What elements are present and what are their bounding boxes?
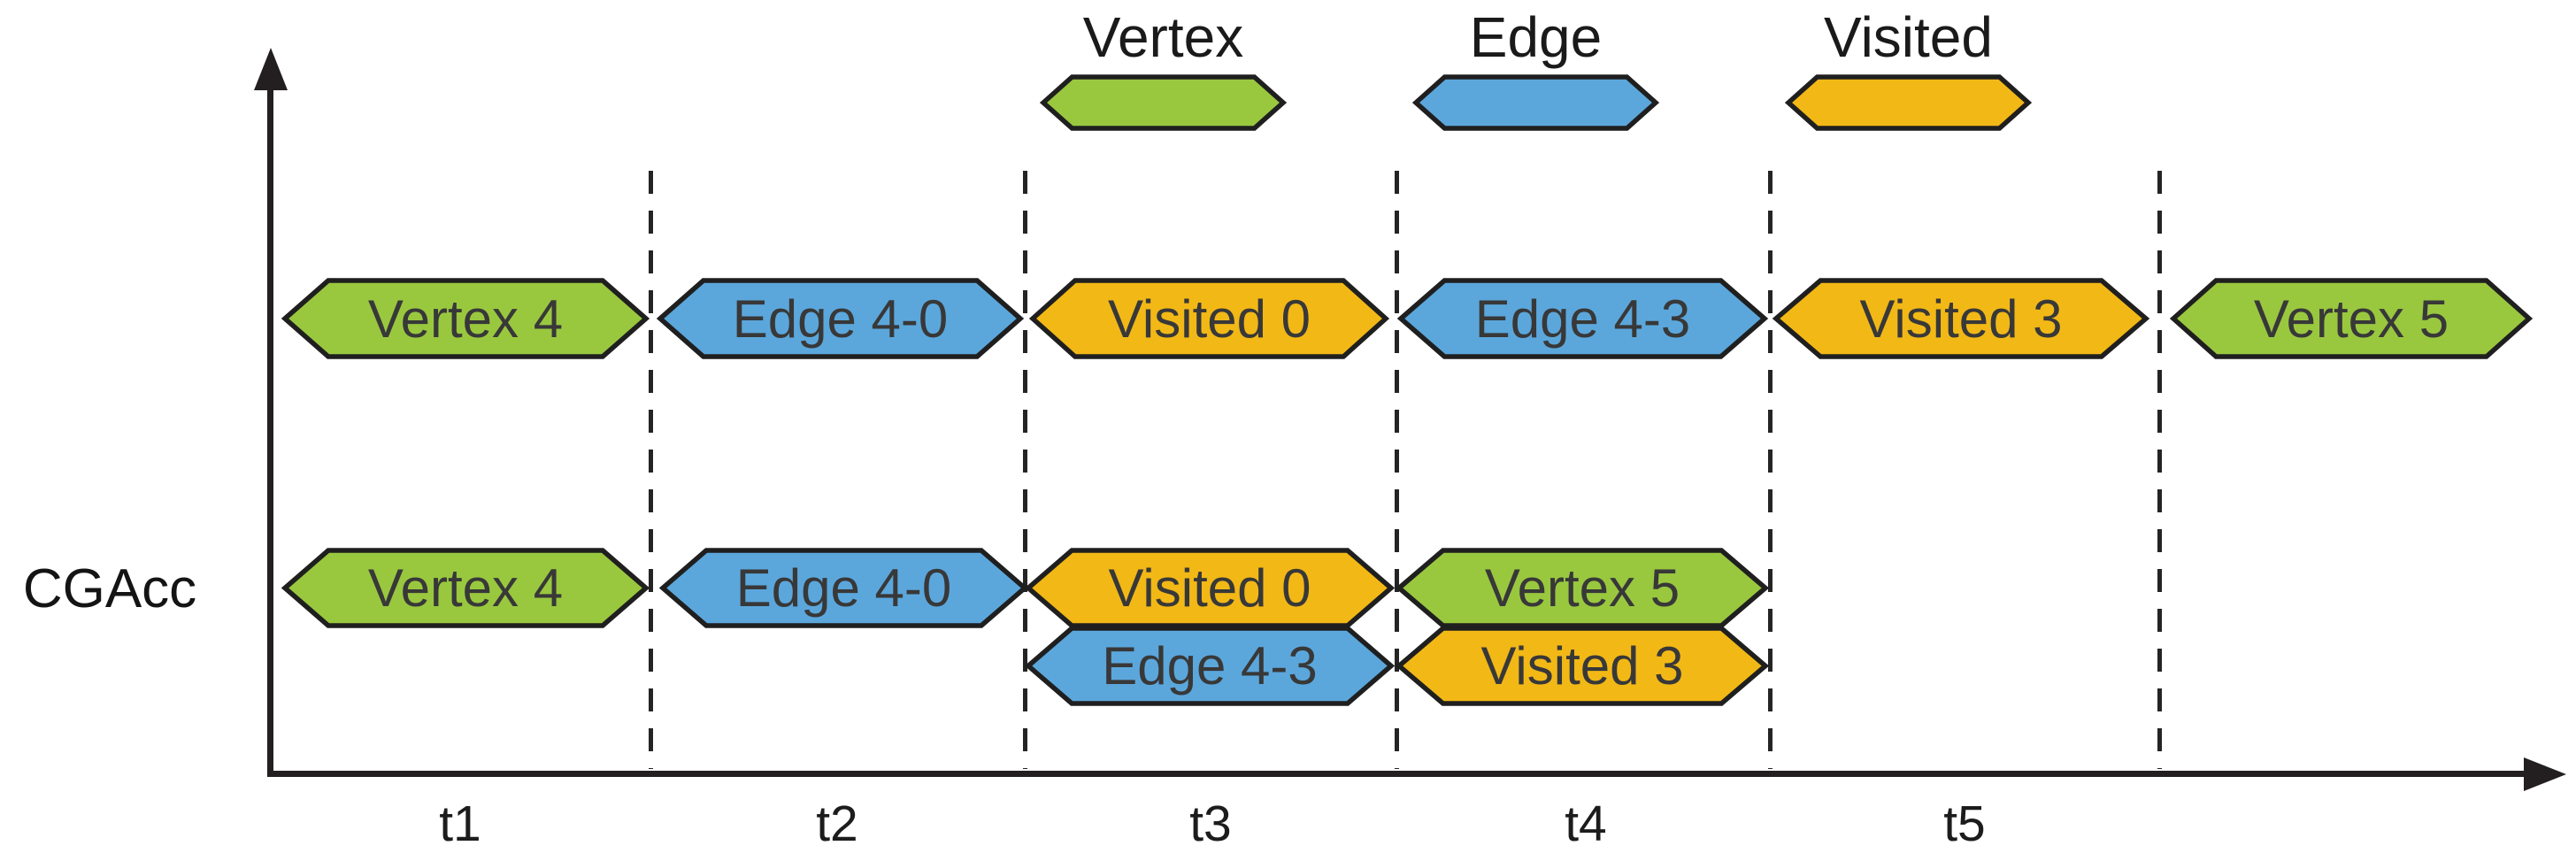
cgacc-block-edge-4-3: Edge 4-3 — [1028, 628, 1391, 703]
block-label: Vertex 5 — [2253, 288, 2449, 349]
block-label: Edge 4-0 — [735, 558, 952, 618]
legend-vertex-hexagon-icon — [1043, 77, 1283, 128]
block-label: Visited 3 — [1859, 288, 2063, 349]
x-axis-line — [267, 771, 2529, 777]
legend-edge-hexagon-icon — [1416, 77, 1656, 128]
lane1-block-visited-0: Visited 0 — [1033, 281, 1386, 357]
block-label: Visited 0 — [1107, 288, 1311, 349]
cgacc-block-vertex-5: Vertex 5 — [1399, 550, 1765, 626]
tick-t2: t2 — [816, 796, 858, 852]
y-axis-line — [267, 81, 273, 777]
lane1-block-edge-4-3: Edge 4-3 — [1401, 281, 1765, 357]
cgacc-block-vertex-4: Vertex 4 — [285, 550, 646, 626]
lane1-block-vertex-4: Vertex 4 — [285, 281, 646, 357]
time-separator-t5-end — [2157, 171, 2162, 769]
lane1-block-edge-4-0: Edge 4-0 — [660, 281, 1020, 357]
block-label: Vertex 4 — [367, 558, 564, 618]
block-label: Visited 3 — [1480, 636, 1684, 696]
cgacc-block-visited-3: Visited 3 — [1399, 628, 1765, 703]
row-label-cgacc: CGAcc — [22, 557, 197, 619]
block-label: Vertex 4 — [367, 288, 564, 349]
tick-t1: t1 — [439, 796, 481, 852]
y-axis-arrowhead-icon — [254, 48, 288, 90]
legend-visited-hexagon-icon — [1788, 77, 2028, 128]
time-separator-t4-t5 — [1768, 171, 1772, 769]
lane1-block-visited-3: Visited 3 — [1776, 281, 2146, 357]
block-label: Edge 4-0 — [732, 288, 949, 349]
x-axis-arrowhead-icon — [2524, 757, 2566, 791]
block-label: Edge 4-3 — [1474, 288, 1691, 349]
block-label: Vertex 5 — [1484, 558, 1680, 618]
block-label: Edge 4-3 — [1102, 636, 1318, 696]
cgacc-block-edge-4-0: Edge 4-0 — [663, 550, 1025, 626]
tick-t5: t5 — [1943, 796, 1986, 852]
legend-label-vertex: Vertex — [1082, 5, 1244, 69]
legend-label-visited: Visited — [1824, 5, 1993, 69]
tick-t4: t4 — [1565, 796, 1607, 852]
time-separator-t2-t3 — [1023, 171, 1027, 769]
cgacc-block-visited-0: Visited 0 — [1028, 550, 1391, 626]
time-separator-t3-t4 — [1395, 171, 1399, 769]
legend-label-edge: Edge — [1469, 5, 1603, 69]
legend-item-vertex: Vertex — [1043, 5, 1283, 128]
time-separator-t1-t2 — [649, 171, 653, 769]
tick-t3: t3 — [1189, 796, 1232, 852]
block-label: Visited 0 — [1108, 558, 1311, 618]
legend-item-edge: Edge — [1416, 5, 1656, 128]
legend-item-visited: Visited — [1788, 5, 2028, 128]
lane1-block-vertex-5: Vertex 5 — [2173, 281, 2529, 357]
